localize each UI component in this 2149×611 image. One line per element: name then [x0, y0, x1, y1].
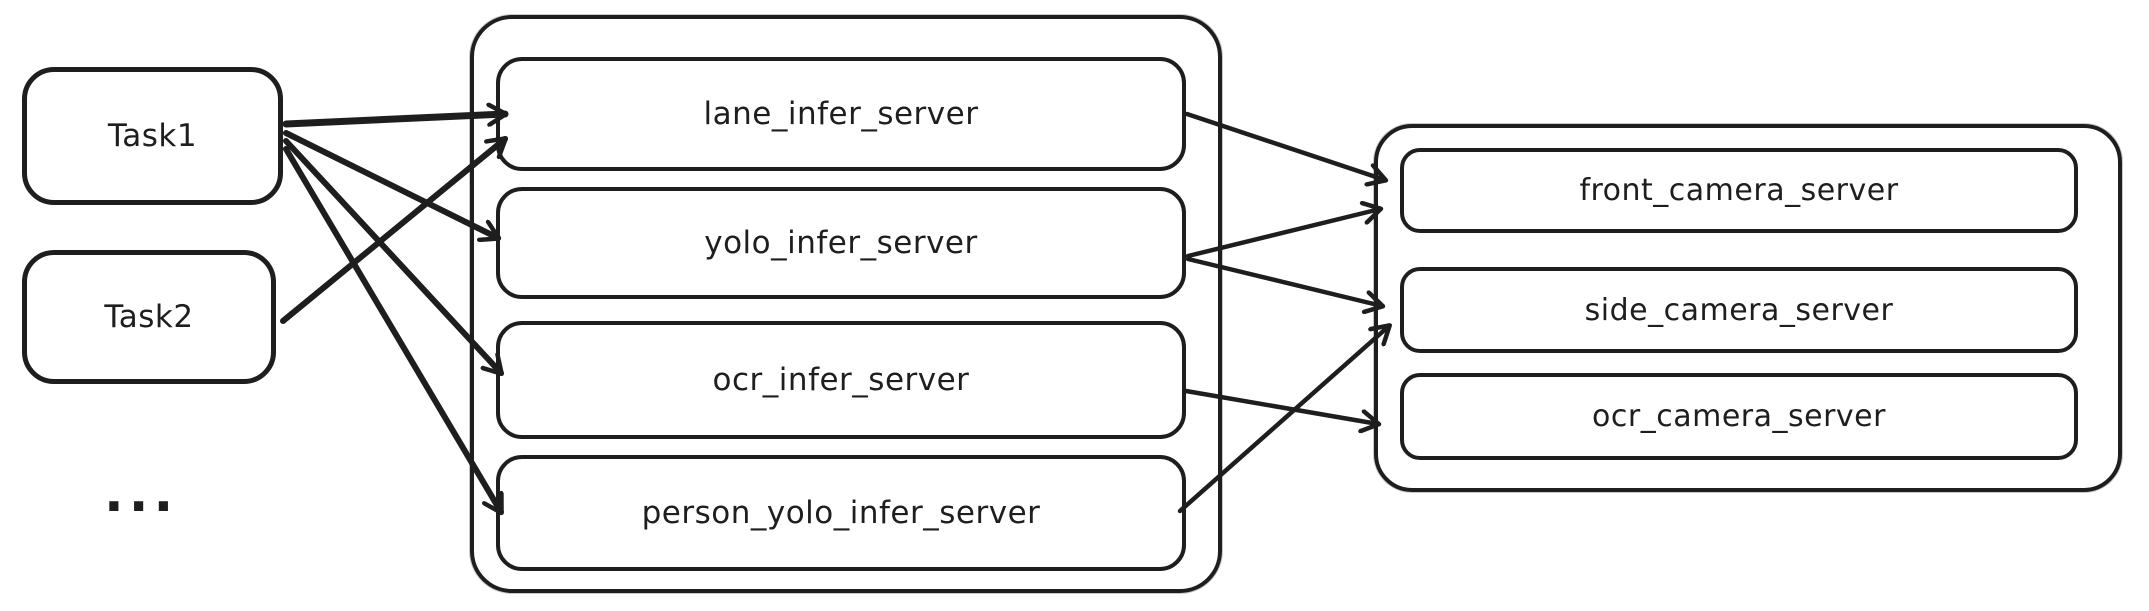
node-person-yolo-infer-server: person_yolo_infer_server: [496, 455, 1186, 571]
node-front-camera-server-label: front_camera_server: [1579, 173, 1899, 208]
node-yolo-infer-server-label: yolo_infer_server: [704, 225, 978, 261]
node-task1: Task1: [22, 67, 283, 205]
node-ocr-infer-server-label: ocr_infer_server: [712, 362, 970, 398]
node-task2: Task2: [22, 250, 276, 384]
node-lane-infer-server: lane_infer_server: [496, 57, 1186, 171]
node-ocr-camera-server: ocr_camera_server: [1400, 373, 2078, 460]
arrow-task1-to-person_yolo_infer_server: [283, 146, 504, 512]
node-person-yolo-infer-server-label: person_yolo_infer_server: [641, 495, 1041, 531]
arrow-task1-to-yolo_infer_server: [283, 130, 498, 238]
node-lane-infer-server-label: lane_infer_server: [703, 96, 979, 132]
node-ocr-camera-server-label: ocr_camera_server: [1592, 399, 1886, 434]
node-side-camera-server-label: side_camera_server: [1584, 292, 1894, 328]
node-task2-label: Task2: [104, 299, 194, 335]
node-front-camera-server: front_camera_server: [1400, 148, 2078, 233]
node-task1-label: Task1: [107, 118, 198, 154]
node-side-camera-server: side_camera_server: [1400, 267, 2078, 353]
node-ocr-infer-server: ocr_infer_server: [496, 321, 1186, 439]
arrow-task1-to-ocr_infer_server: [283, 138, 504, 376]
tasks-ellipsis: ...: [104, 464, 179, 524]
node-yolo-infer-server: yolo_infer_server: [496, 187, 1186, 299]
